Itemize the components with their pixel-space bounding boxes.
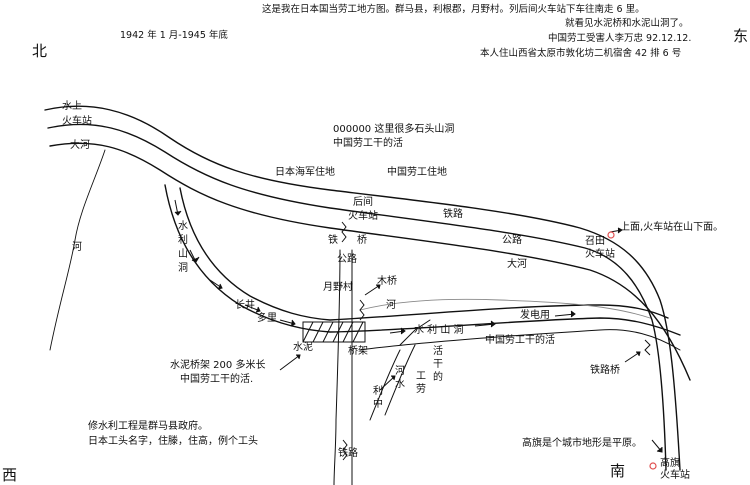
mu-qiao-label: 木桥 — [377, 276, 397, 287]
road-line — [47, 123, 667, 471]
flow-arrow — [174, 199, 182, 216]
wooden-bridge-mark — [359, 299, 365, 321]
flow-arrow — [554, 310, 576, 318]
header-line1: 这是我在日本国当劳工地方图。群马县，利根郡，月野村。列后间火车站下车往南走 6 … — [262, 4, 645, 15]
gonglu-road-label: 公路 — [337, 254, 357, 265]
gonglu-right-label: 公路 — [502, 235, 522, 246]
branch-channel-right — [384, 344, 416, 416]
tielu-bridge-label: 铁路桥 — [590, 365, 620, 376]
qiaojia-label: 桥架 — [348, 346, 368, 357]
navy-camp-label: 日本海军住地 — [275, 167, 335, 178]
gong-lao-vertical: 工劳 — [416, 371, 426, 395]
irrigation-note: 修水利工程是群马县政府。 — [88, 421, 208, 432]
flow-arrow — [189, 249, 200, 263]
stones-note: 000000 这里很多石头山洞 — [333, 124, 455, 135]
lower-river — [359, 298, 651, 319]
stones-note-2: 中国劳工干的活 — [333, 138, 403, 149]
houjian-station-label: 后间 火车站 — [348, 197, 378, 222]
shuini-label: 水泥 — [293, 342, 313, 353]
changjing-label: 长井 — [235, 300, 255, 311]
bridge-note: 水泥桥架 200 多米长 — [170, 360, 266, 371]
south-label: 南 — [610, 462, 626, 480]
east-label: 东 — [733, 27, 749, 45]
river-line — [49, 142, 691, 381]
water-channel-inner — [179, 187, 669, 321]
lower-road — [359, 329, 681, 351]
railway-bridge-hauchu — [341, 221, 347, 243]
he-mid-label: 河 — [386, 300, 396, 311]
irrigation-note-2: 日本工头名字，住滕，住高，例个工头 — [88, 436, 258, 447]
north-label: 北 — [32, 42, 48, 60]
flow-arrow — [279, 319, 296, 327]
branch-channel-left — [369, 349, 401, 421]
yueye-village-label: 月野村 — [323, 282, 353, 293]
shui-li-shan-dong-vertical: 水利山洞 — [178, 221, 188, 274]
shuishang-station-label: 水上 火车站 — [62, 101, 92, 127]
labor-camp-label: 中国劳工住地 — [387, 167, 447, 178]
south-bridge-mark — [342, 439, 348, 461]
da-he-right-label: 大河 — [507, 259, 527, 270]
tie-label: 铁 — [328, 235, 338, 246]
flow-arrow — [244, 304, 261, 313]
flow-arrow — [474, 320, 496, 328]
pointer-arrow — [379, 375, 396, 391]
labor-work-right: 中国劳工干的活 — [485, 335, 555, 346]
zhaotian-station-label: 召田 火车站 — [585, 236, 615, 260]
period-label: 1942 年 1 月-1945 年底 — [120, 30, 228, 41]
gaoqi-station-label: 高旗 火车站 — [660, 458, 690, 481]
railway-line — [44, 105, 681, 471]
shui-li-shan-dong-horiz: 水 利 山 洞 — [414, 325, 464, 336]
south-road-left — [333, 249, 341, 485]
pointer-arrow — [364, 284, 381, 296]
gaoqi-station-marker — [649, 462, 657, 470]
cement-bridge — [302, 321, 366, 343]
bridge-note-2: 中国劳工干的活. — [180, 374, 254, 385]
gaoqi-note: 高旗是个城市地形是平原。 — [522, 438, 642, 449]
power-plant-label: 发电用 — [520, 310, 550, 321]
tielu-top-label: 铁路 — [443, 209, 463, 220]
tielu-bottom-label: 铁路 — [338, 448, 358, 459]
da-he-top-label: 大河 — [70, 140, 90, 151]
header-line3: 中国劳工受害人李万忠 92.12.12. — [548, 33, 692, 44]
huo-gan-de-vertical: 活干的 — [433, 346, 443, 383]
he-left-label: 河 — [72, 242, 82, 253]
duoli-label: 多里 — [257, 313, 277, 324]
header-line2: 就看见水泥桥和水泥山洞了。 — [565, 18, 689, 29]
flow-arrow — [389, 327, 406, 335]
pointer-arrow — [651, 439, 663, 453]
zhaotian-station-marker — [607, 231, 615, 239]
shanghua-note: 上面,火车站在山下面。 — [620, 222, 724, 233]
railway-bridge-east — [644, 339, 651, 356]
he-shui-vertical: 河水 — [395, 366, 405, 390]
water-channel-outer — [164, 184, 681, 336]
shui-li-zhong-vertical: 利中 — [373, 386, 383, 410]
branch-up — [399, 319, 431, 346]
flow-arrow — [209, 279, 223, 290]
left-tributary — [49, 149, 106, 351]
header-line4: 本人住山西省太原市敦化坊二机宿舍 42 排 6 号 — [480, 48, 682, 59]
pointer-arrow — [279, 354, 301, 371]
pointer-arrow — [624, 351, 641, 363]
qiao-label: 桥 — [357, 235, 367, 246]
west-label: 西 — [2, 466, 18, 484]
